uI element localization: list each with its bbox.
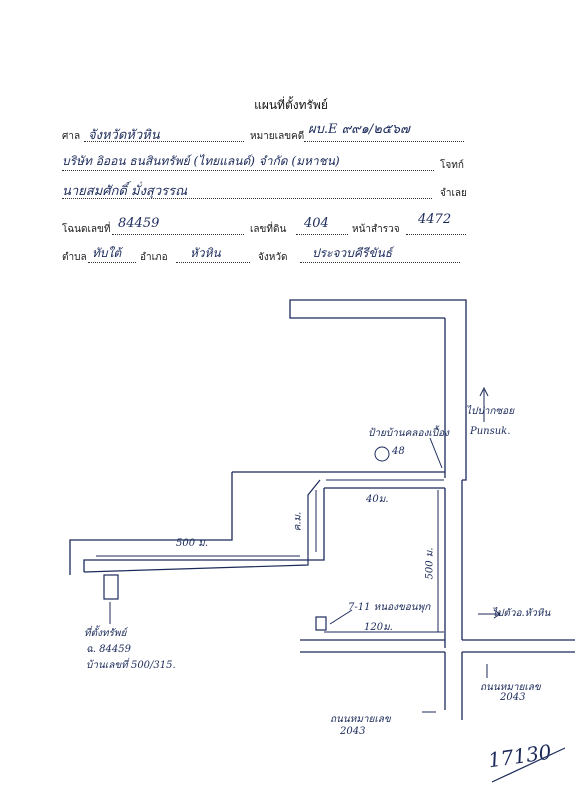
- land-no-dotted-line: [296, 234, 348, 235]
- soi-road-top-left: [289, 305, 445, 319]
- district-label: อำเภอ: [140, 252, 168, 263]
- dist-40-label: 40ม.: [366, 494, 389, 505]
- subdistrict-label: ตำบล: [62, 252, 87, 263]
- sign-circle: [374, 446, 390, 462]
- deed-label: โฉนดเลขที่: [62, 224, 111, 235]
- case-no-value: ผบ.E ๙๙๑/๒๕๖๗: [308, 122, 410, 137]
- property-label: ที่ตั้งทรัพย์: [84, 628, 127, 639]
- road-2043-bottom-label: ถนนหมายเลข: [330, 714, 391, 725]
- court-dotted-line: [84, 141, 244, 142]
- province-value: ประจวบคีรีขันธ์: [312, 246, 393, 260]
- defendant-dotted-line: [62, 198, 432, 199]
- survey-dotted-line: [406, 234, 466, 235]
- province-dotted-line: [300, 262, 460, 263]
- soi-name-label: Punsuk.: [470, 426, 511, 437]
- survey-label: หน้าสำรวจ: [352, 224, 400, 235]
- province-label: จังหวัด: [258, 252, 288, 263]
- step-road-bottom: [83, 479, 321, 573]
- subdistrict-dotted-line: [88, 262, 136, 263]
- sign-number: 48: [392, 446, 405, 457]
- dist-vertical-label: ค.ม.: [292, 511, 304, 532]
- to-soi-label: ไปปากซอย: [466, 406, 515, 417]
- arrow-to-soi-head: [479, 386, 489, 397]
- property-box: [103, 574, 119, 600]
- page-title: แผนที่ตั้งทรัพย์: [254, 98, 328, 112]
- case-no-dotted-line: [304, 141, 464, 142]
- dist-500-right-label: 500 ม.: [424, 547, 436, 580]
- deed-value: 84459: [118, 216, 160, 231]
- land-no-value: 404: [304, 216, 329, 231]
- seven-eleven-label: 7-11 หนองขอนพุก: [348, 602, 431, 613]
- seven-eleven-arrow: [329, 609, 353, 625]
- soi-road-left-edge: [289, 299, 467, 481]
- defendant-value: นายสมศักดิ์ มั่งสุวรรณ: [62, 184, 188, 199]
- property-house-no: บ้านเลขที่ 500/315.: [86, 660, 176, 671]
- sign-label: ป้ายบ้านคลองเปื้อง: [368, 428, 449, 439]
- road-2043-right-number: 2043: [500, 692, 526, 703]
- defendant-label: จำเลย: [440, 188, 467, 199]
- deed-dotted-line: [112, 234, 244, 235]
- step-road-inner: [83, 488, 325, 572]
- subdistrict-value: ทับใต้: [92, 246, 122, 260]
- property-deed: ฉ. 84459: [86, 644, 131, 655]
- land-no-label: เลขที่ดิน: [250, 224, 287, 235]
- road-2043-right-label: ถนนหมายเลข: [480, 682, 541, 693]
- plaintiff-label: โจทก์: [440, 160, 464, 171]
- sign-pointer: [429, 437, 443, 469]
- plaintiff-value: บริษัท อิออน ธนสินทรัพย์ (ไทยแลนด์) จำกั…: [62, 154, 340, 168]
- to-town-label: ไปตัวอ.หัวหิน: [492, 608, 551, 619]
- road-2043-bottom-number: 2043: [340, 726, 366, 737]
- survey-value: 4472: [418, 212, 452, 227]
- plaintiff-dotted-line: [62, 170, 434, 171]
- case-no-label: หมายเลขคดี: [250, 131, 305, 142]
- court-label: ศาล: [62, 131, 81, 142]
- dist-120-label: 120ม.: [364, 622, 393, 633]
- district-dotted-line: [176, 262, 250, 263]
- dist-500-top-label: 500 ม.: [176, 538, 209, 549]
- seven-eleven-box: [315, 616, 327, 631]
- district-value: หัวหิน: [190, 246, 221, 260]
- court-value: จังหวัดหัวหิน: [88, 128, 160, 143]
- arrow-to-town-head: [493, 609, 501, 619]
- stamp-underline: [491, 747, 566, 783]
- step-road-outer: [69, 472, 233, 575]
